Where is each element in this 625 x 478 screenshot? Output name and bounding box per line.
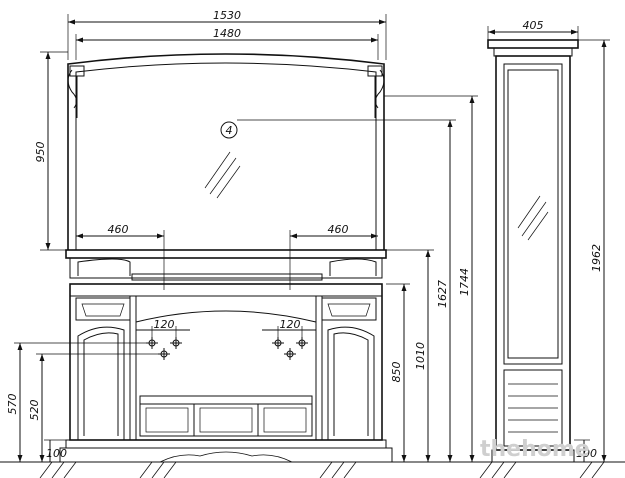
dim-column-height: 1962 — [578, 39, 610, 462]
dim-height-850: 850 — [386, 283, 410, 462]
dim-height-520: 520 — [28, 353, 164, 462]
drain-right-icon — [284, 348, 296, 360]
dim-left-spacing: 120 — [136, 318, 190, 340]
dim-height-1744: 1744 — [384, 95, 478, 462]
label-mirror-height: 950 — [34, 142, 47, 163]
power-symbol-icon: 4 — [220, 121, 238, 139]
label-column-width: 405 — [523, 19, 544, 32]
label-height-570: 570 — [6, 394, 19, 415]
dim-height-570: 570 — [6, 342, 152, 462]
mirror — [67, 53, 385, 250]
dim-right-spacing: 120 — [262, 318, 316, 340]
label-right-spacing: 120 — [280, 318, 301, 331]
label-total-width: 1530 — [213, 9, 241, 22]
dim-mirror-height: 950 — [34, 51, 68, 251]
dim-right-offset: 460 — [289, 223, 378, 290]
dim-column-width: 405 — [487, 19, 579, 40]
vanity-cabinet — [59, 249, 393, 463]
dim-total-width: 1530 — [67, 9, 387, 60]
dim-left-offset: 460 — [76, 223, 165, 290]
label-left-spacing: 120 — [154, 318, 175, 331]
dim-base-left: 100 — [44, 439, 67, 462]
column-cabinet — [487, 39, 579, 462]
power-symbol-label: 4 — [226, 124, 233, 137]
label-base-left: 100 — [46, 447, 67, 460]
label-mirror-width: 1480 — [213, 27, 241, 40]
label-base-right: 100 — [576, 447, 597, 460]
label-height-1627: 1627 — [436, 280, 449, 308]
label-column-height: 1962 — [590, 244, 603, 272]
dim-mirror-width: 1480 — [75, 27, 379, 60]
label-height-1744: 1744 — [458, 268, 471, 296]
label-height-520: 520 — [28, 400, 41, 421]
label-height-850: 850 — [390, 362, 403, 383]
label-height-1010: 1010 — [414, 342, 427, 370]
watermark-logo: thehome — [480, 437, 590, 462]
dim-height-1010: 1010 — [386, 249, 434, 462]
dim-height-1627: 1627 — [237, 119, 456, 462]
label-left-offset: 460 — [108, 223, 129, 236]
floor — [0, 461, 625, 478]
dim-base-right: 100 — [574, 439, 597, 462]
label-right-offset: 460 — [328, 223, 349, 236]
